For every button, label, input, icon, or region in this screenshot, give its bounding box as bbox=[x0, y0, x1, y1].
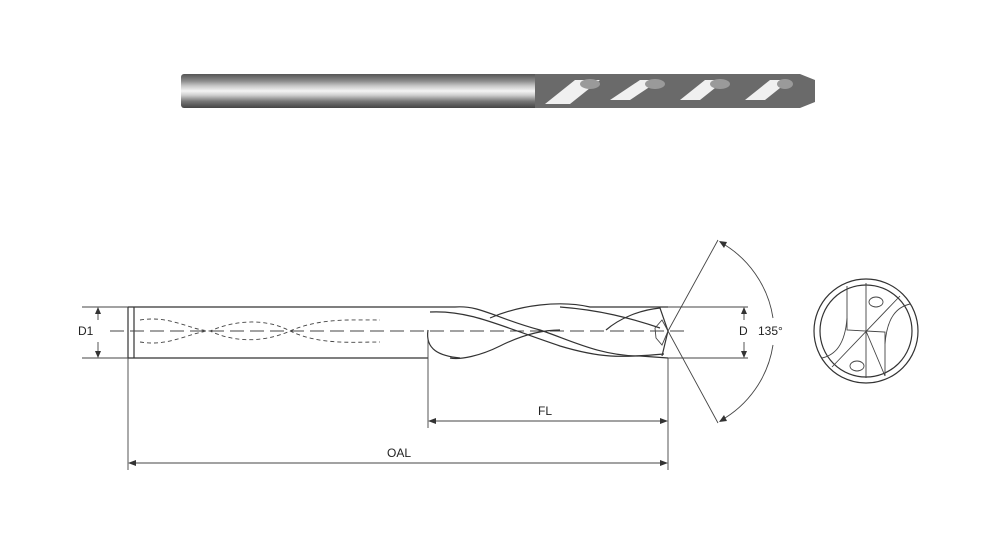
drill-end-view bbox=[813, 278, 919, 384]
dimension-oal bbox=[127, 358, 668, 470]
dimension-point-angle bbox=[667, 239, 774, 424]
drill-side-view bbox=[110, 303, 690, 360]
drill-photo bbox=[181, 74, 815, 108]
dimension-fl bbox=[427, 340, 669, 470]
label-fl: FL bbox=[538, 404, 552, 418]
label-d1: D1 bbox=[78, 324, 94, 338]
label-d: D bbox=[739, 324, 748, 338]
dimension-d bbox=[668, 306, 748, 359]
label-oal: OAL bbox=[387, 446, 411, 460]
label-point-angle: 135° bbox=[758, 324, 783, 338]
dimension-d1 bbox=[82, 306, 128, 359]
